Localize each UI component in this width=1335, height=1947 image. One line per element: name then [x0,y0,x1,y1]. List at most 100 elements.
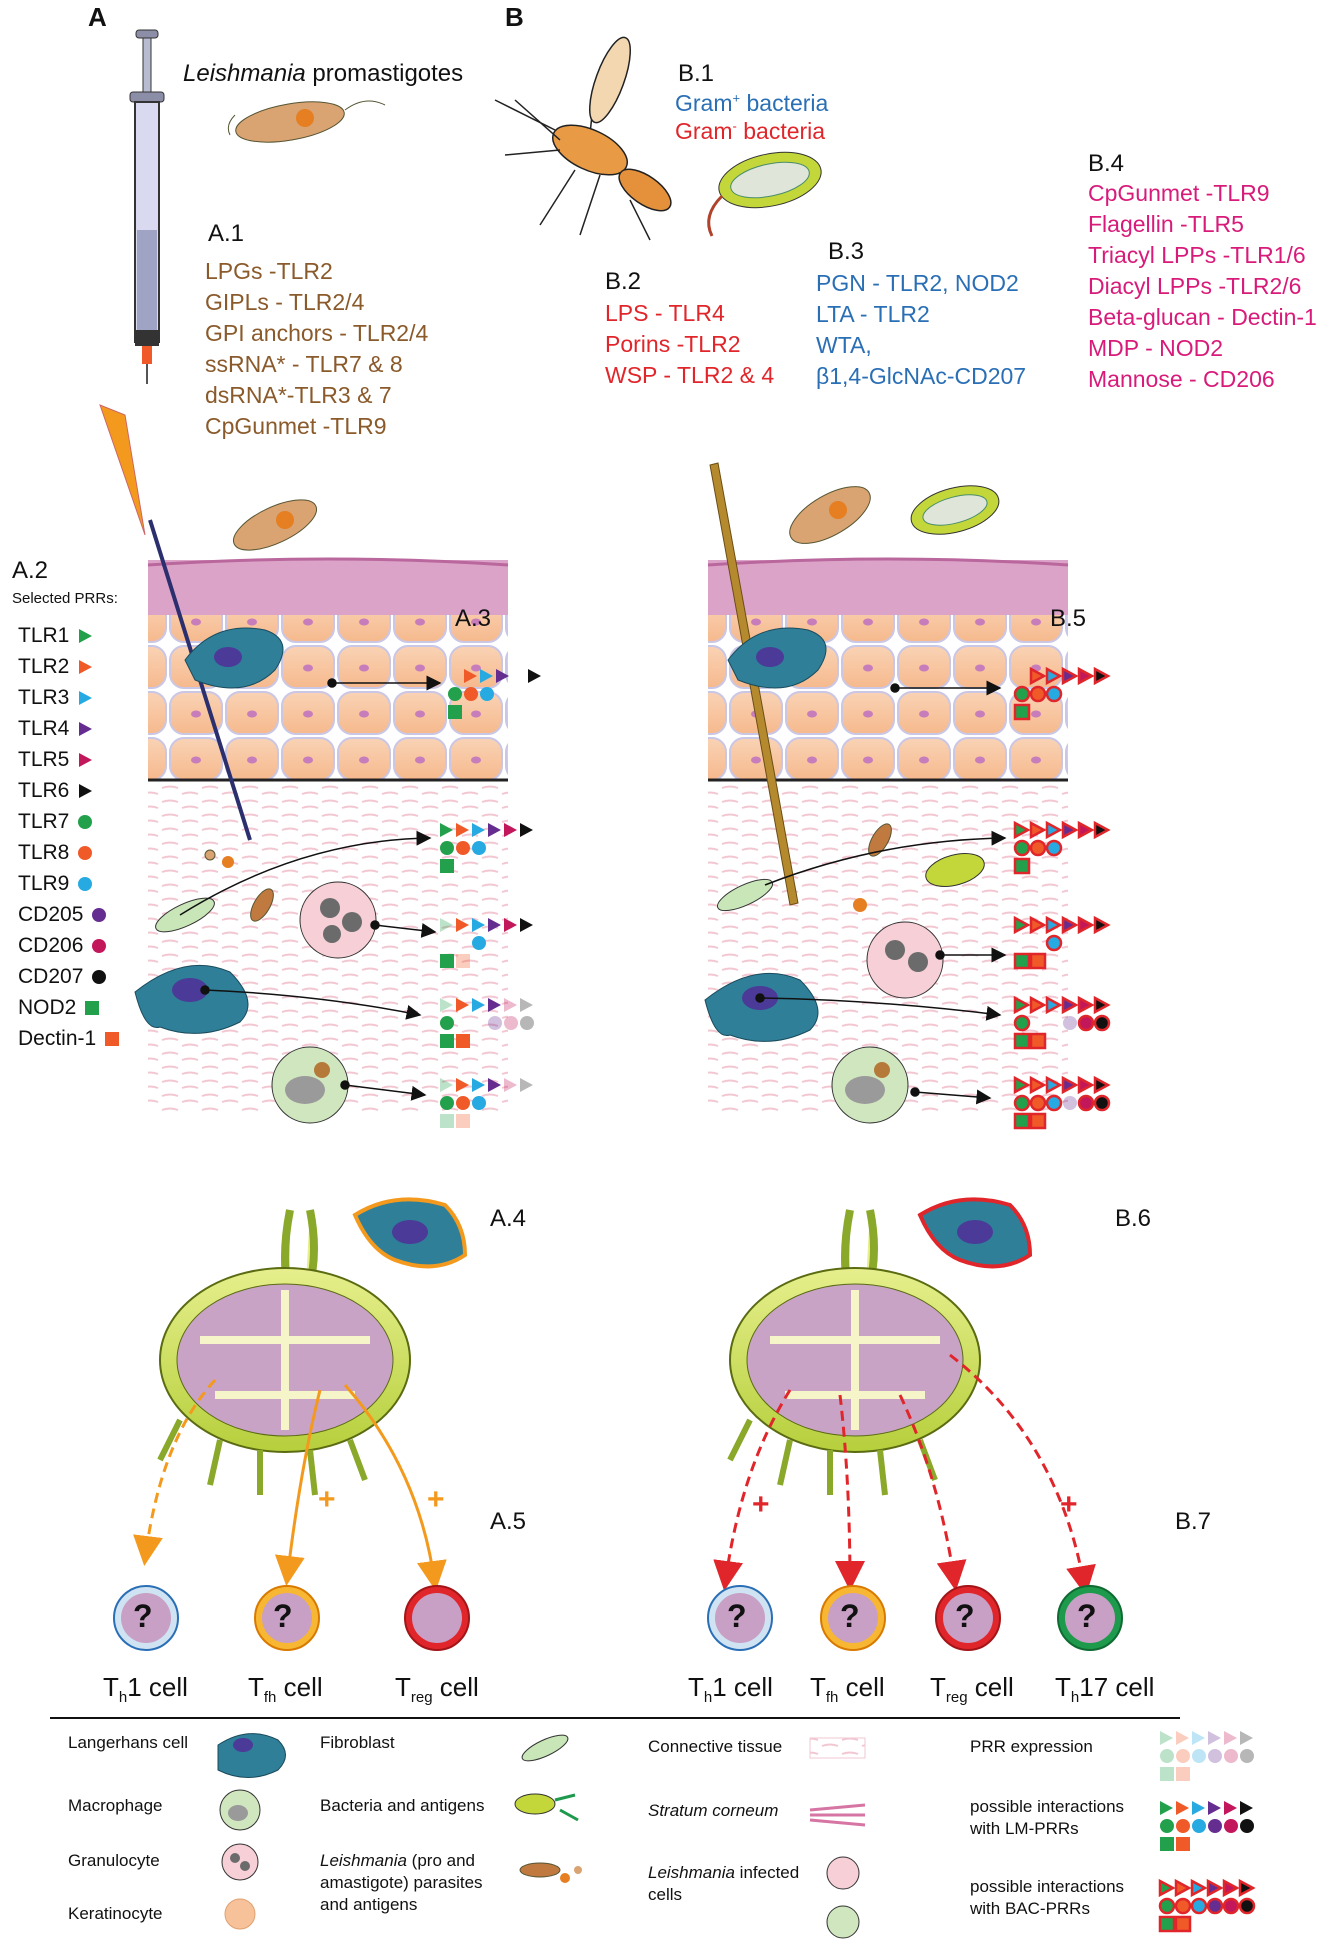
plus-sign: + [318,1483,336,1516]
prr-legend-item: TLR4 [18,713,120,744]
prr-circle-marker [1240,1749,1254,1763]
cell-name-tfh-a: Tfh cell [248,1672,323,1706]
prr-triangle-marker [456,998,469,1012]
prr-legend-label: TLR6 [18,779,70,802]
prr-triangle-marker [456,1078,469,1092]
prr-legend-label: TLR1 [18,624,70,647]
prr-triangle-marker [440,1078,453,1092]
a1-item: GPI anchors - TLR2/4 [205,320,429,346]
marker-arrows-b [755,680,1007,1105]
prr-square-marker [440,954,454,968]
prr-circle-marker [1208,1749,1222,1763]
triangle-icon [79,690,93,705]
prr-circle-marker [456,1096,470,1110]
prr-square-marker [440,1114,454,1128]
prr-triangle-marker [1013,915,1031,935]
b4-item: CpGunmet -TLR9 [1088,180,1270,206]
b4-list: CpGunmet -TLR9 Flagellin -TLR5 Triacyl L… [1088,178,1317,395]
legend-icons [217,1733,866,1939]
prr-triangle-marker [1077,995,1095,1015]
prr-circle-marker [1013,1094,1031,1112]
prr-triangle-marker [456,823,469,837]
prr-square-marker [1029,952,1047,970]
cell-main: T [930,1672,946,1702]
prr-legend-label: NOD2 [18,996,77,1019]
a-organism-italic: Leishmania [183,60,306,87]
legend-lm-line2: with LM-PRRs [970,1819,1079,1838]
gram-sup: + [732,90,741,106]
prr-circle-marker [1029,685,1047,703]
prr-triangle-marker [1192,1801,1205,1815]
prr-legend-item: TLR2 [18,651,120,682]
prr-triangle-marker [504,918,517,932]
prr-legend-label: TLR7 [18,810,70,833]
a1-list: LPGs -TLR2 GIPLs - TLR2/4 GPI anchors - … [205,256,428,442]
prr-triangle-marker [1160,1801,1173,1815]
prr-legend-item: NOD2 [18,992,120,1023]
a1-label: A.1 [208,220,245,247]
prr-legend-label: TLR9 [18,872,70,895]
legend-bac-line1: possible interactions [970,1877,1125,1896]
b3-label: B.3 [828,238,865,265]
prr-triangle-marker [1240,1801,1253,1815]
b2-label: B.2 [605,268,642,295]
prr-triangle-marker [504,998,517,1012]
prr-triangle-marker [1206,1878,1224,1898]
prr-triangle-marker [488,1078,501,1092]
prr-circle-marker [1238,1897,1256,1915]
prr-triangle-marker [1029,820,1047,840]
prr-triangle-marker [1029,915,1047,935]
b4-item: Beta-glucan - Dectin-1 [1088,304,1317,330]
prr-triangle-marker [520,998,533,1012]
triangle-icon [79,721,93,736]
legend-leish-italic: Leishmania [320,1851,407,1870]
prr-square-marker [1013,952,1031,970]
t-cell-question: ? [273,1598,293,1634]
panel-letter-a: A [88,2,107,32]
prr-circle-marker [1013,839,1031,857]
prr-triangle-marker [440,918,453,932]
b5-label: B.5 [1050,605,1087,632]
prr-triangle-marker [504,823,517,837]
legend-infected-line2: cells [648,1885,683,1904]
prr-circle-marker [472,1096,486,1110]
square-icon [85,1000,100,1015]
prr-triangle-marker [440,998,453,1012]
b4-item: Diacyl LPPs -TLR2/6 [1088,273,1302,299]
legend-bac-prrs: possible interactions with BAC-PRRs [970,1876,1124,1920]
prr-triangle-marker [1224,1731,1237,1745]
cell-main: T [688,1672,704,1702]
prr-circle-marker [440,841,454,855]
cell-rest: 17 cell [1079,1672,1155,1702]
prr-triangle-marker [488,998,501,1012]
prr-legend-item: TLR3 [18,682,120,713]
prr-square-marker [1158,1915,1176,1933]
prr-triangle-marker [1029,666,1047,686]
prr-triangle-marker [1045,666,1063,686]
gram-sup: - [732,118,737,134]
triangle-icon [79,752,93,767]
legend-infected-italic: Leishmania [648,1863,735,1882]
prr-square-marker [1013,1112,1031,1130]
prr-legend-item: TLR8 [18,837,120,868]
prr-square-marker [456,954,470,968]
b3-item: LTA - TLR2 [816,301,930,327]
b2-item: Porins -TLR2 [605,331,741,357]
prr-square-marker [1174,1915,1192,1933]
prr-circle-marker [504,1016,518,1030]
plus-sign: + [752,1488,770,1521]
prr-legend-label: CD207 [18,965,84,988]
cell-main: T [248,1672,264,1702]
prr-circle-marker [1093,1094,1111,1112]
triangle-icon [79,783,93,798]
prr-circle-marker [1045,1094,1063,1112]
prr-triangle-marker [472,918,485,932]
prr-triangle-marker [1045,915,1063,935]
prr-circle-marker [1174,1897,1192,1915]
prr-triangle-marker [472,823,485,837]
prr-circle-marker [464,687,478,701]
prr-triangle-marker [1174,1878,1192,1898]
a3-label: A.3 [455,605,492,632]
prr-triangle-marker [1061,915,1079,935]
prr-circle-marker [1190,1897,1208,1915]
